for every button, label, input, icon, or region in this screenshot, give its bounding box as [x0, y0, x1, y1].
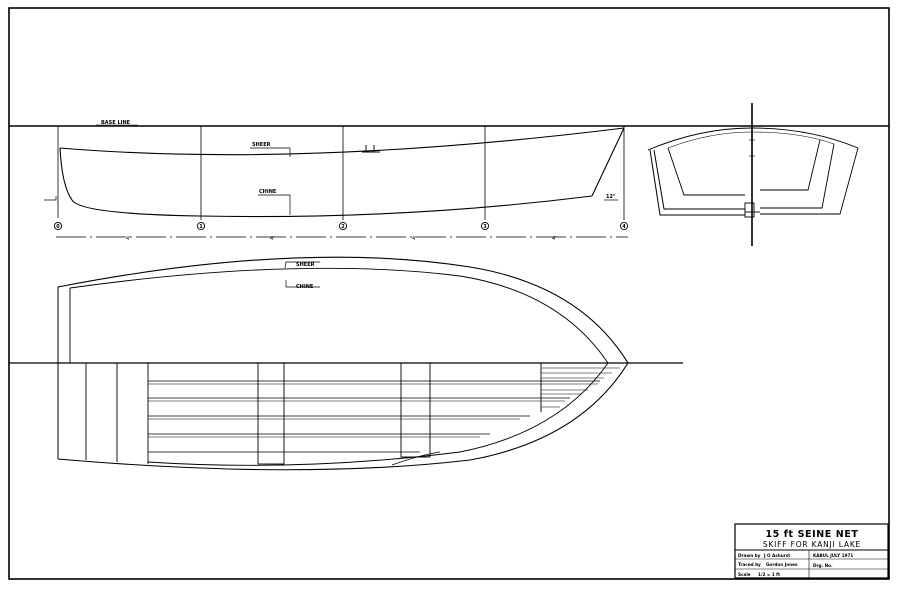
- scale-label: Scale: [738, 572, 751, 577]
- station-spacing-1: 4': [126, 236, 131, 242]
- station-spacing-2: 4': [270, 236, 275, 242]
- station-spacing-3: 4': [412, 236, 417, 242]
- plan-bottom-inner: [147, 362, 609, 466]
- drawn-by-label: Drawn by: [738, 553, 761, 558]
- plan-sheer-leader: [284, 261, 320, 269]
- profile-sheer-line: [59, 127, 625, 156]
- section-station-1: [667, 147, 745, 196]
- profile-view: [9, 125, 889, 238]
- body-section-view: [647, 103, 859, 246]
- section-station-3: [760, 147, 859, 215]
- station-marker-4: [619, 221, 629, 231]
- profile-sheer-label: SHEER: [252, 142, 271, 148]
- drawing-number-label: Drg. No.: [813, 563, 833, 568]
- traced-by-value: Gordon Jones: [766, 562, 798, 567]
- sheer-height-label: 12": [606, 194, 616, 200]
- drawing-title: 15 ft SEINE NET: [765, 529, 858, 540]
- sheet-border: [8, 7, 890, 580]
- stern-height-mark: [44, 196, 57, 201]
- station-marker-1: [196, 221, 206, 231]
- keel-block: [744, 202, 755, 218]
- section-sheer-curve: [647, 127, 859, 151]
- drawing-subtitle: SKIFF FOR KANJI LAKE: [763, 540, 861, 549]
- profile-stem: [591, 127, 625, 197]
- traced-by-label: Traced by: [738, 562, 761, 567]
- station-number-1: 1: [199, 224, 203, 230]
- station-marker-3: [480, 221, 490, 231]
- title-block-frame: [734, 523, 889, 579]
- sheer-leader: [250, 147, 291, 157]
- plan-view: [9, 256, 683, 471]
- profile-chine-line: [71, 195, 593, 218]
- section-station-2: [760, 143, 835, 209]
- plan-chine-label: CHINE: [296, 284, 314, 290]
- station-number-0: 0: [56, 224, 60, 230]
- profile-transom: [59, 147, 73, 201]
- section-sheer-curve-inner: [667, 131, 835, 149]
- station-number-3: 3: [483, 224, 487, 230]
- plan-sheer-inner: [69, 267, 609, 364]
- plan-bottom-outer: [57, 362, 629, 471]
- station-marker-2: [338, 221, 348, 231]
- base-line-label: BASE LINE: [101, 120, 131, 126]
- station-number-4: 4: [622, 224, 626, 230]
- station-number-2: 2: [341, 224, 345, 230]
- drawn-by-value: J O Ashurst: [763, 553, 790, 558]
- section-outline-outer: [649, 149, 745, 216]
- thwart-1: [257, 362, 285, 465]
- station-spacing-4: 4': [552, 236, 557, 242]
- thwart-2: [400, 362, 431, 458]
- profile-chine-label: CHINE: [259, 189, 277, 195]
- chine-leader: [258, 194, 291, 215]
- plan-sheer-label: SHEER: [296, 262, 315, 268]
- date-value: KABUL JULY 1971: [813, 553, 853, 558]
- plan-chine-leader: [285, 280, 320, 288]
- plan-chine-strip: [391, 451, 441, 466]
- plan-sheer-outer: [57, 256, 629, 364]
- scale-value: 1/2 = 1 ft: [758, 572, 780, 577]
- station-marker-0: [53, 221, 63, 231]
- section-outline-outer-b: [653, 149, 745, 210]
- title-block: [734, 523, 889, 579]
- section-station-4: [760, 139, 821, 191]
